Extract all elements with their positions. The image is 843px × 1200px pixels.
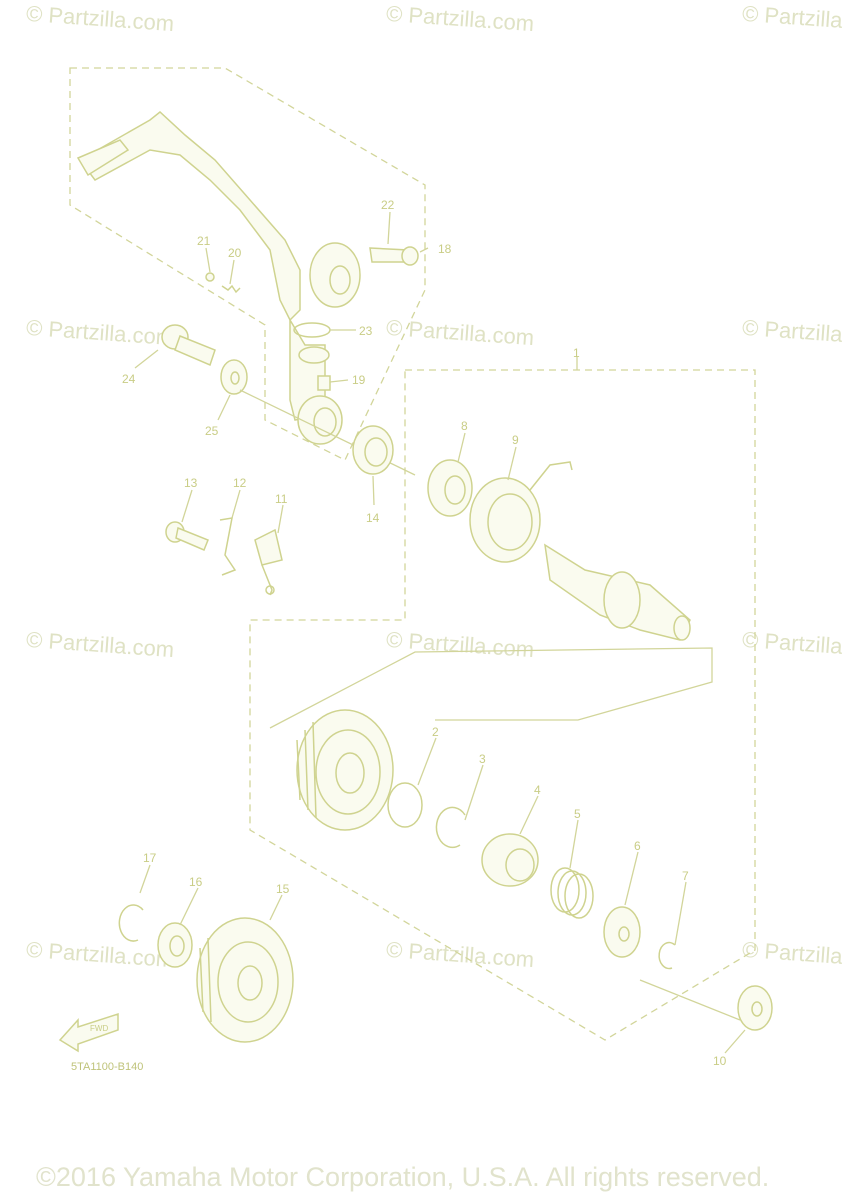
callout-3[interactable]: 3: [479, 752, 486, 766]
spring-5[interactable]: [550, 867, 594, 919]
callout-25[interactable]: 25: [205, 424, 219, 438]
kick-lever-group-outline: [69, 67, 426, 461]
axis-line: [639, 979, 741, 1021]
bolt-22[interactable]: [369, 246, 419, 266]
callout-2[interactable]: 2: [432, 725, 439, 739]
circlip-17[interactable]: [118, 904, 144, 942]
callout-24[interactable]: 24: [122, 372, 136, 386]
spring-20[interactable]: [221, 284, 241, 294]
washer-6[interactable]: [603, 906, 641, 958]
callout-5[interactable]: 5: [574, 807, 581, 821]
copyright-notice: ©2016 Yamaha Motor Corporation, U.S.A. A…: [36, 1162, 770, 1192]
callout-10[interactable]: 10: [713, 1054, 727, 1068]
callout-23[interactable]: 23: [359, 324, 373, 338]
callout-19[interactable]: 19: [352, 373, 366, 387]
circlip-3[interactable]: [435, 806, 466, 849]
bolt-13[interactable]: [165, 521, 209, 551]
washer-2[interactable]: [387, 782, 423, 828]
callout-4[interactable]: 4: [534, 783, 541, 797]
torsion-spring-9[interactable]: [469, 461, 573, 563]
callout-8[interactable]: 8: [461, 419, 468, 433]
ratchet-4[interactable]: [481, 833, 539, 887]
callout-14[interactable]: 14: [366, 511, 380, 525]
callout-17[interactable]: 17: [143, 851, 157, 865]
fwd-label: FWD: [90, 1024, 108, 1033]
oil-seal-14[interactable]: [352, 425, 394, 475]
leader-lines: [134, 211, 746, 1054]
collar-8[interactable]: [427, 459, 473, 517]
washer-10[interactable]: [737, 985, 773, 1031]
stopper-plate-11[interactable]: [254, 528, 283, 596]
circlip-7[interactable]: [658, 941, 676, 970]
washer-25[interactable]: [220, 359, 248, 395]
callout-15[interactable]: 15: [276, 882, 290, 896]
kick-shaft-inner-outline: [269, 647, 713, 729]
bolt-19[interactable]: [317, 375, 331, 391]
ball-21[interactable]: [205, 272, 215, 282]
callout-11[interactable]: 11: [275, 492, 288, 506]
callout-16[interactable]: 16: [189, 875, 203, 889]
kick-shaft[interactable]: [544, 543, 691, 641]
callout-9[interactable]: 9: [512, 433, 519, 447]
washer-16[interactable]: [157, 922, 193, 968]
callout-7[interactable]: 7: [682, 869, 689, 883]
callout-22[interactable]: 22: [381, 198, 395, 212]
callout-18[interactable]: 18: [438, 242, 452, 256]
kick-shaft-group-outline: [249, 369, 756, 1041]
o-ring-23[interactable]: [293, 322, 331, 338]
callout-13[interactable]: 13: [184, 476, 198, 490]
callout-12[interactable]: 12: [233, 476, 247, 490]
bracket-12[interactable]: [219, 517, 237, 576]
diagram-code: 5TA1100-B140: [71, 1061, 144, 1073]
bolt-24[interactable]: [161, 324, 216, 367]
idle-gear-15[interactable]: [196, 917, 294, 1043]
callout-1[interactable]: 1: [573, 346, 580, 360]
fwd-arrow-icon: FWD: [58, 1012, 119, 1053]
callout-6[interactable]: 6: [634, 839, 641, 853]
kick-lever[interactable]: [76, 111, 361, 445]
kick-gear[interactable]: [296, 709, 394, 831]
callout-21[interactable]: 21: [197, 234, 211, 248]
callout-20[interactable]: 20: [228, 246, 242, 260]
